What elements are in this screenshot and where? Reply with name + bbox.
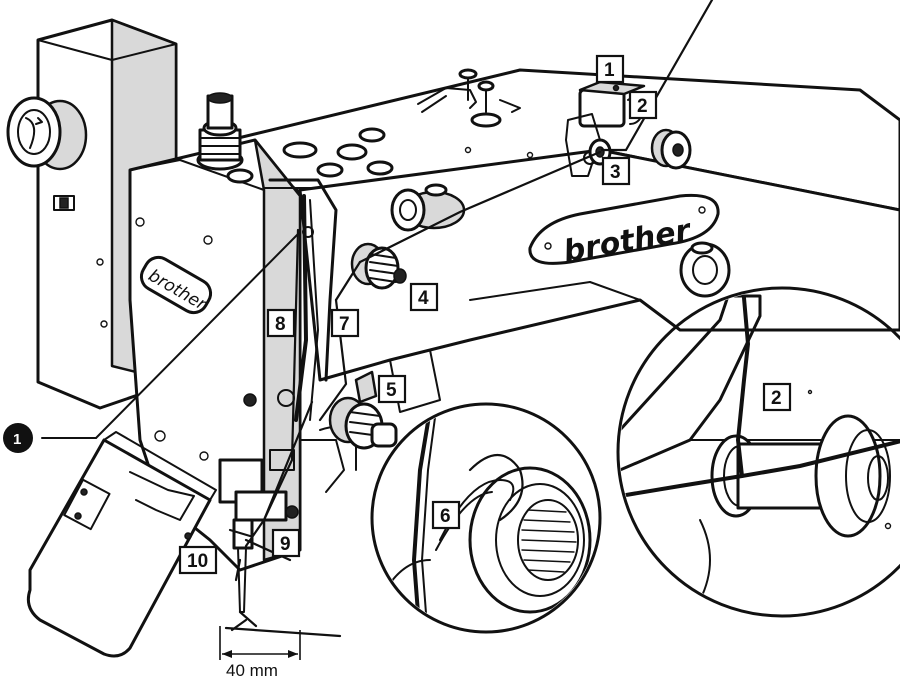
callout-7: 7 [330, 308, 360, 338]
eye-shield [26, 431, 217, 658]
detail-tension-disc [616, 286, 900, 618]
thread-guide-block [354, 349, 441, 413]
thread-path [224, 0, 714, 638]
machine-arm [228, 68, 900, 382]
svg-text:5: 5 [386, 380, 397, 401]
thread-length-dimension: 40 mm [219, 626, 301, 679]
svg-text:9: 9 [280, 534, 291, 555]
thread-length-label: 40 mm [226, 661, 278, 679]
control-knob-icon [6, 96, 88, 171]
svg-text:1: 1 [604, 60, 615, 81]
callout-8: 8 [266, 308, 296, 338]
svg-text:7: 7 [339, 314, 350, 335]
svg-text:3: 3 [610, 162, 621, 183]
detail-thread-guide [370, 402, 602, 634]
take-up-lever [263, 178, 338, 422]
svg-text:2: 2 [771, 388, 782, 409]
hatching [521, 509, 577, 573]
svg-text:8: 8 [275, 314, 286, 335]
callout-2: 2 [628, 90, 658, 120]
callout-9: 9 [271, 528, 301, 558]
svg-text:4: 4 [418, 288, 429, 309]
part-1-badge-label: 1 [13, 431, 21, 448]
svg-text:6: 6 [440, 506, 451, 527]
callout-5: 5 [377, 374, 407, 404]
machine-head [128, 92, 345, 572]
callout-6: 6 [431, 500, 461, 530]
part-1-badge [3, 423, 33, 453]
tension-knob-5 [319, 396, 398, 471]
svg-text:10: 10 [187, 551, 208, 572]
svg-text:2: 2 [637, 96, 648, 117]
callout-1: 1 [595, 54, 625, 84]
callout-3: 3 [601, 156, 631, 186]
callout-10: 10 [178, 545, 218, 575]
callout-2-detail: 2 [762, 382, 792, 412]
part-1-pointer: 1 [3, 233, 299, 453]
callout-4: 4 [409, 282, 439, 312]
